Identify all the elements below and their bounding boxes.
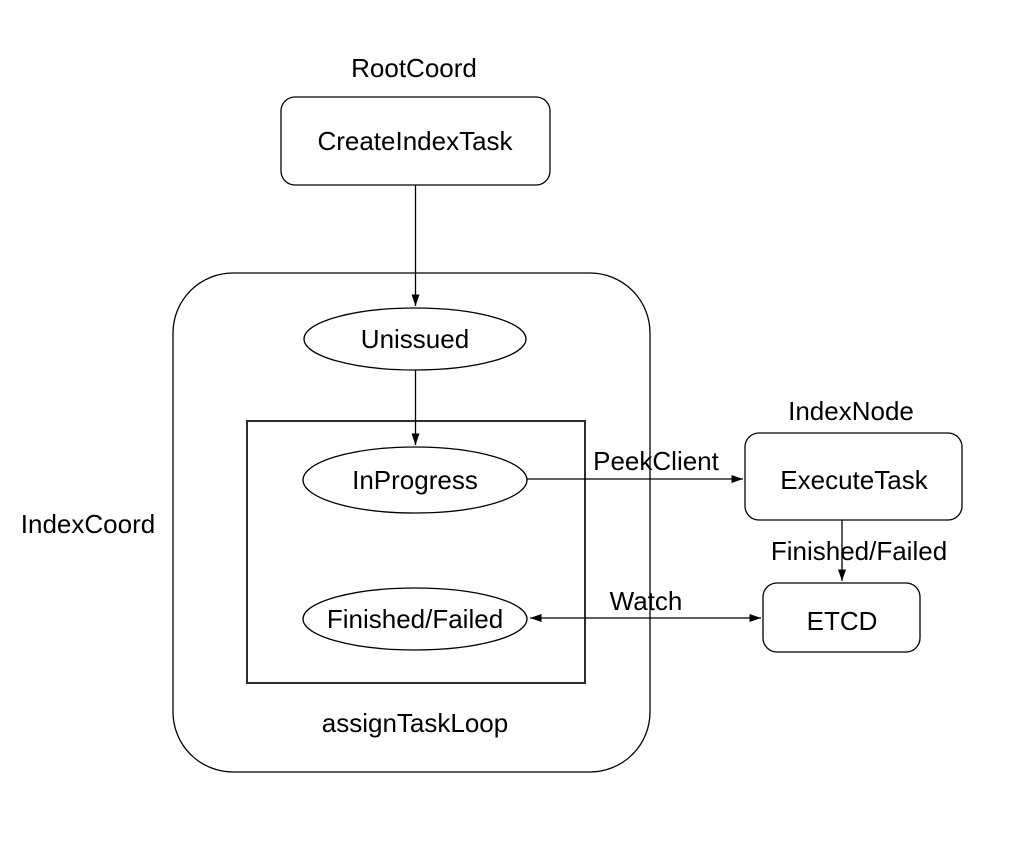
watch-edge-label: Watch [610, 586, 683, 616]
finished-failed-state [302, 587, 528, 651]
etcd-label: ETCD [807, 606, 878, 636]
create-index-task-node [280, 96, 551, 186]
indexcoord-label: IndexCoord [21, 509, 155, 539]
etcd-node [762, 582, 921, 653]
index-coord-container [172, 272, 651, 773]
execute-task-label: ExecuteTask [780, 465, 928, 495]
finished-failed-edge-label: Finished/Failed [771, 536, 947, 566]
unissued-state [303, 307, 527, 371]
in-progress-state [302, 446, 528, 514]
create-index-task-label: CreateIndexTask [317, 126, 513, 156]
execute-task-node [744, 432, 963, 521]
indexnode-label: IndexNode [788, 396, 914, 426]
in-progress-label: InProgress [352, 465, 478, 495]
peekclient-edge-label: PeekClient [593, 446, 720, 476]
rootcoord-label: RootCoord [351, 53, 477, 83]
finished-failed-label: Finished/Failed [327, 604, 503, 634]
unissued-label: Unissued [361, 324, 469, 354]
assigntaskloop-label: assignTaskLoop [322, 708, 508, 738]
